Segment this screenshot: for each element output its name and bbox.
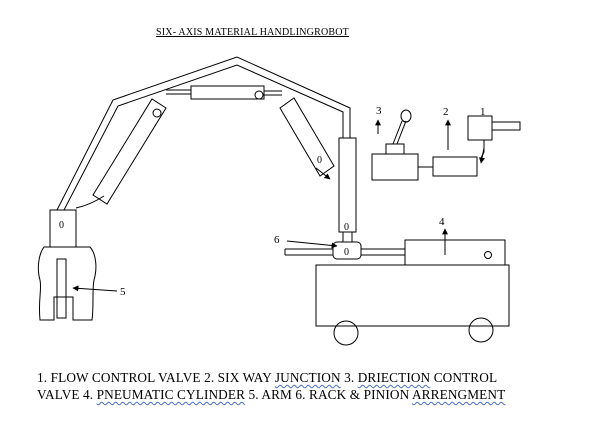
cart-base [315,264,510,346]
label-3: 3 [376,105,382,117]
label-arrow-5 [72,285,118,292]
left-wheel [333,320,359,346]
top-arm-cylinder [166,85,282,100]
arm-frame [56,56,351,211]
label-arrow-1 [479,147,486,164]
label-4: 4 [439,216,445,228]
label-1: 1 [480,106,486,118]
flow-control-valve [467,115,521,161]
gripper [37,246,97,321]
direction-control-valve [371,109,433,181]
six-way-junction [432,156,478,177]
label-2: 2 [443,106,449,118]
label-5: 5 [120,286,126,298]
right-wheel [468,317,494,343]
zero-mark-column: 0 [344,222,349,233]
label-arrow-6 [286,240,338,249]
zero-mark-wrist: 0 [59,220,64,231]
caption-line-1: 1. FLOW CONTROL VALVE 2. SIX WAY JUNCTIO… [37,370,498,385]
label-6: 6 [274,234,280,246]
diagram-title: SIX- AXIS MATERIAL HANDLINGROBOT [156,27,349,38]
left-arm-cylinder [75,98,167,209]
legend-caption: 1. FLOW CONTROL VALVE 2. SIX WAY JUNCTIO… [37,369,505,403]
caption-line-2: VALVE 4. PNEUMATIC CYLINDER 5. ARM 6. RA… [37,387,506,402]
junction-arrow [315,167,331,180]
zero-mark-junction: 0 [344,247,349,258]
pneumatic-cylinder [404,239,506,266]
rack-pinion-assembly [284,241,405,260]
right-arm-cylinder [279,97,335,177]
zero-mark-right-cylinder: 0 [317,155,322,166]
